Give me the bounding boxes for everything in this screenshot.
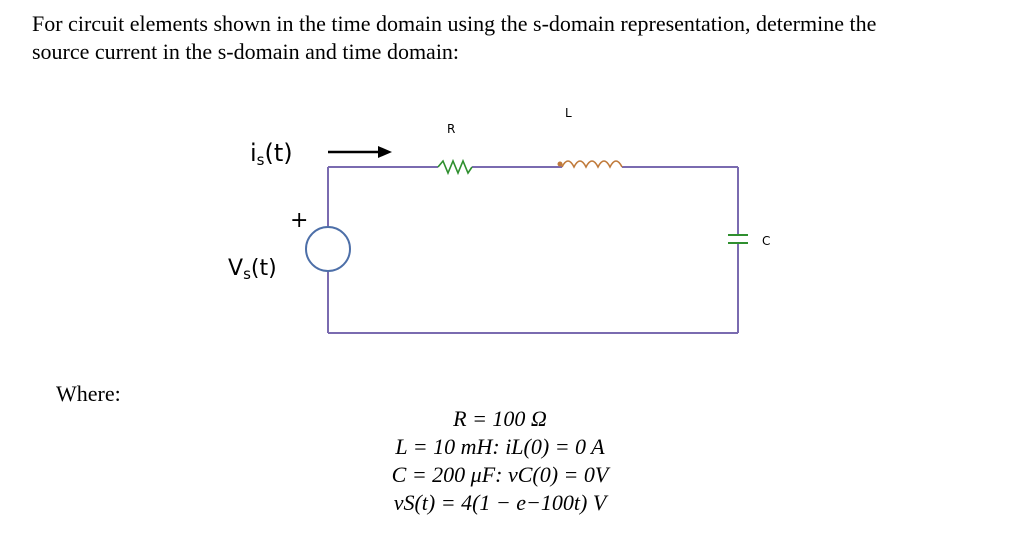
resistor-symbol [437, 158, 473, 176]
problem-line-2: source current in the s-domain and time … [32, 39, 460, 64]
problem-line-1: For circuit elements shown in the time d… [32, 11, 877, 36]
where-label: Where: [56, 381, 121, 406]
capacitor-symbol [728, 234, 748, 244]
problem-statement: For circuit elements shown in the time d… [32, 10, 992, 66]
voltage-source-circle [305, 226, 351, 272]
plus-sign: + [290, 208, 308, 233]
inductor-dot [557, 161, 563, 167]
current-arrow [328, 146, 392, 158]
current-label: is(t) [250, 139, 293, 169]
given-source-voltage: vS(t) = 4(1 − e−100t) V [393, 490, 607, 515]
given-capacitance: C = 200 μF: vC(0) = 0V [391, 462, 609, 487]
voltage-label: Vs(t) [228, 256, 277, 283]
inductor-symbol [561, 160, 623, 169]
circuit-wires [327, 166, 739, 334]
given-values: R = 100 Ω L = 10 mH: iL(0) = 0 A C = 200… [280, 405, 720, 517]
inductor-label: L [565, 106, 572, 120]
resistor-label: R [447, 122, 455, 136]
given-inductance: L = 10 mH: iL(0) = 0 A [395, 434, 605, 459]
circuit-diagram: is(t) + Vs(t) R L C [228, 106, 770, 334]
given-resistance: R = 100 Ω [453, 406, 547, 431]
capacitor-label: C [762, 234, 770, 248]
